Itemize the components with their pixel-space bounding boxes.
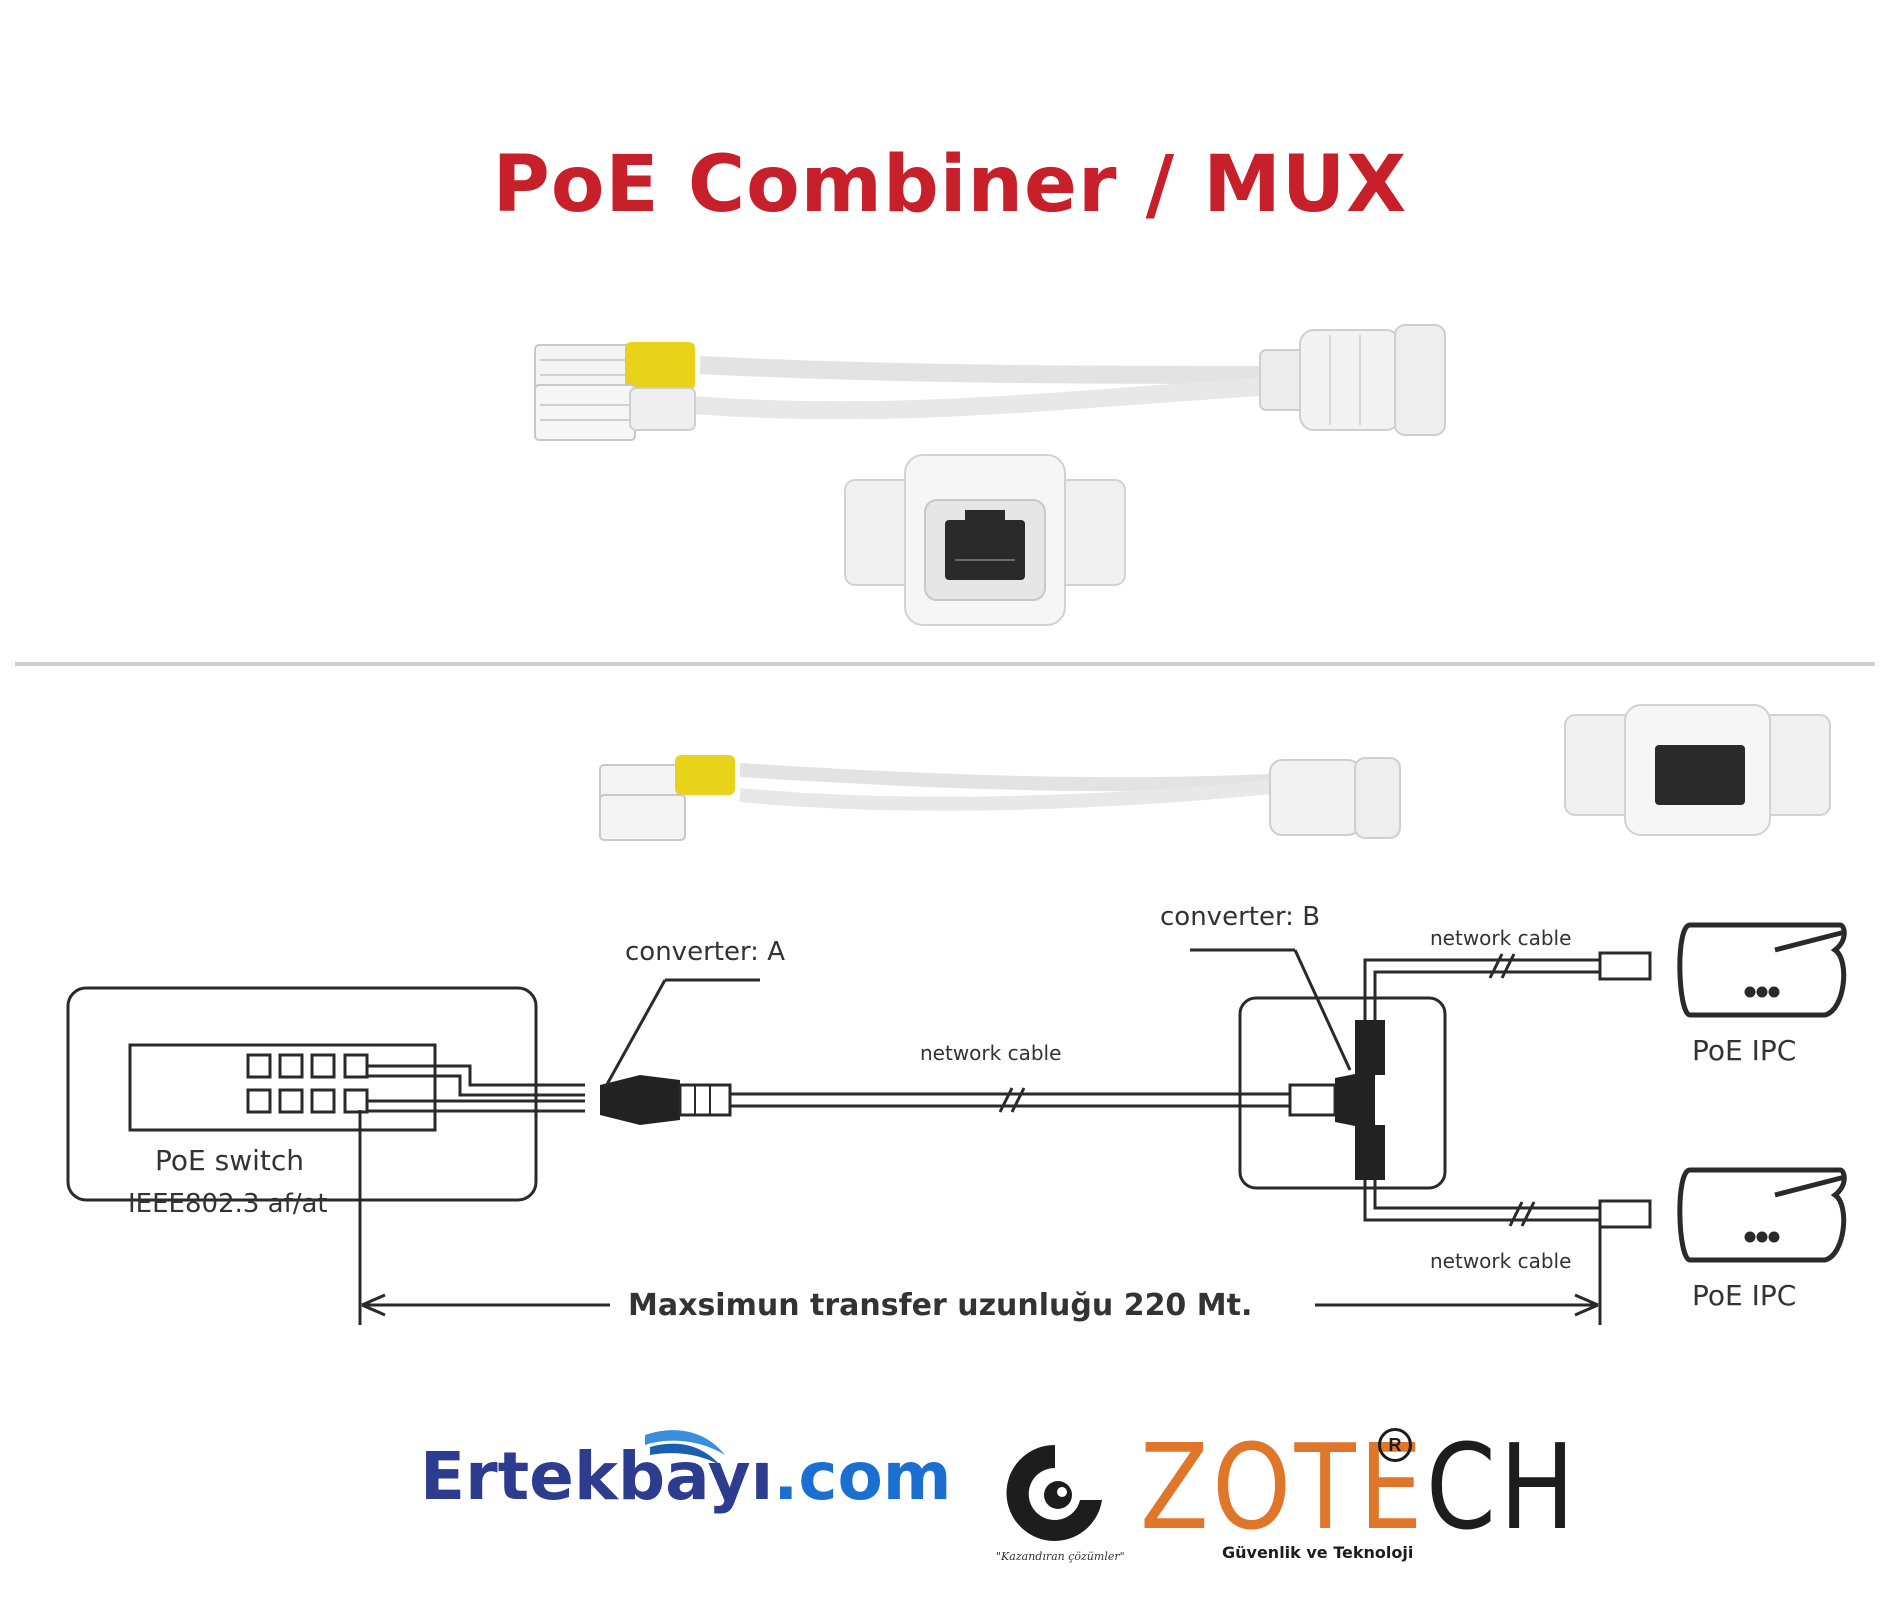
switch-ports [246, 1053, 369, 1114]
rj45-female-jack-small [1269, 757, 1401, 839]
label-converter-b: converter: B [1160, 902, 1320, 932]
page-title: PoE Combiner / MUX [492, 140, 1408, 230]
converter-b-box [1238, 996, 1447, 1190]
y-cable-lower [689, 376, 1291, 420]
converter-b-icon [1288, 1020, 1385, 1180]
label-network-cable-main: network cable [920, 1041, 1061, 1065]
converter-a-icon [600, 1075, 732, 1125]
rj45-plug-small [599, 755, 735, 841]
zotech-mark-icon [1006, 1444, 1102, 1541]
y-cable-lower-small [739, 778, 1291, 811]
zotech-registered: R [1378, 1428, 1412, 1462]
ertekbayi-domain: .com [773, 1438, 952, 1515]
label-poe-ipc-top: PoE IPC [1692, 1034, 1796, 1067]
camera-icon-bottom [1677, 1167, 1847, 1263]
label-poe-switch: PoE switch [155, 1144, 304, 1177]
rj45-plug-lower [534, 384, 696, 441]
branch-cable-top [1363, 958, 1600, 1020]
branch-cable-bottom [1363, 1180, 1600, 1222]
camera-icon-top [1677, 922, 1847, 1018]
wiring-diagram: converter: A converter: B network cable … [66, 902, 1847, 1325]
converter-a-pointer [603, 979, 667, 1089]
label-ieee: IEEE802.3 af/at [128, 1189, 328, 1219]
product-photo-bottom [599, 704, 1831, 841]
ertekbayi-name: Ertekbayı [420, 1438, 774, 1515]
label-poe-ipc-bottom: PoE IPC [1692, 1279, 1796, 1312]
label-network-cable-bottom: network cable [1430, 1249, 1571, 1273]
zotech-subtitle: Güvenlik ve Teknoloji [1222, 1543, 1414, 1562]
camera-plug-bottom [1598, 1199, 1652, 1229]
rj45-female-jack [1259, 324, 1446, 436]
ertekbayi-logo: Ertekbayı.com [420, 1438, 952, 1515]
distance-arrow-left [361, 1293, 386, 1317]
label-converter-a: converter: A [625, 937, 785, 967]
switch-cable-upper [368, 1064, 585, 1087]
product-photo-top [534, 324, 1446, 626]
zotech-dark: CH [1425, 1418, 1579, 1556]
rj45-coupler-small [1564, 704, 1831, 836]
switch-cable-upper-b [368, 1074, 585, 1097]
distance-arrow-right [1574, 1293, 1599, 1317]
poe-switch-panel [128, 1043, 437, 1132]
rj45-coupler [844, 454, 1126, 626]
zotech-logo: ZOTECH [1140, 1418, 1578, 1556]
converter-b-pointer [1293, 949, 1352, 1071]
label-max-length: Maxsimun transfer uzunluğu 220 Mt. [628, 1288, 1252, 1323]
y-cable-upper [699, 356, 1291, 384]
zotech-slogan: "Kazandıran çözümler" [996, 1550, 1125, 1563]
section-divider [15, 662, 1875, 666]
ertekbayi-swoosh-icon [645, 1430, 725, 1465]
camera-plug-top [1598, 951, 1652, 981]
label-network-cable-top: network cable [1430, 926, 1571, 950]
y-cable-upper-small [739, 763, 1291, 792]
zotech-orange: ZOTE [1140, 1418, 1426, 1556]
